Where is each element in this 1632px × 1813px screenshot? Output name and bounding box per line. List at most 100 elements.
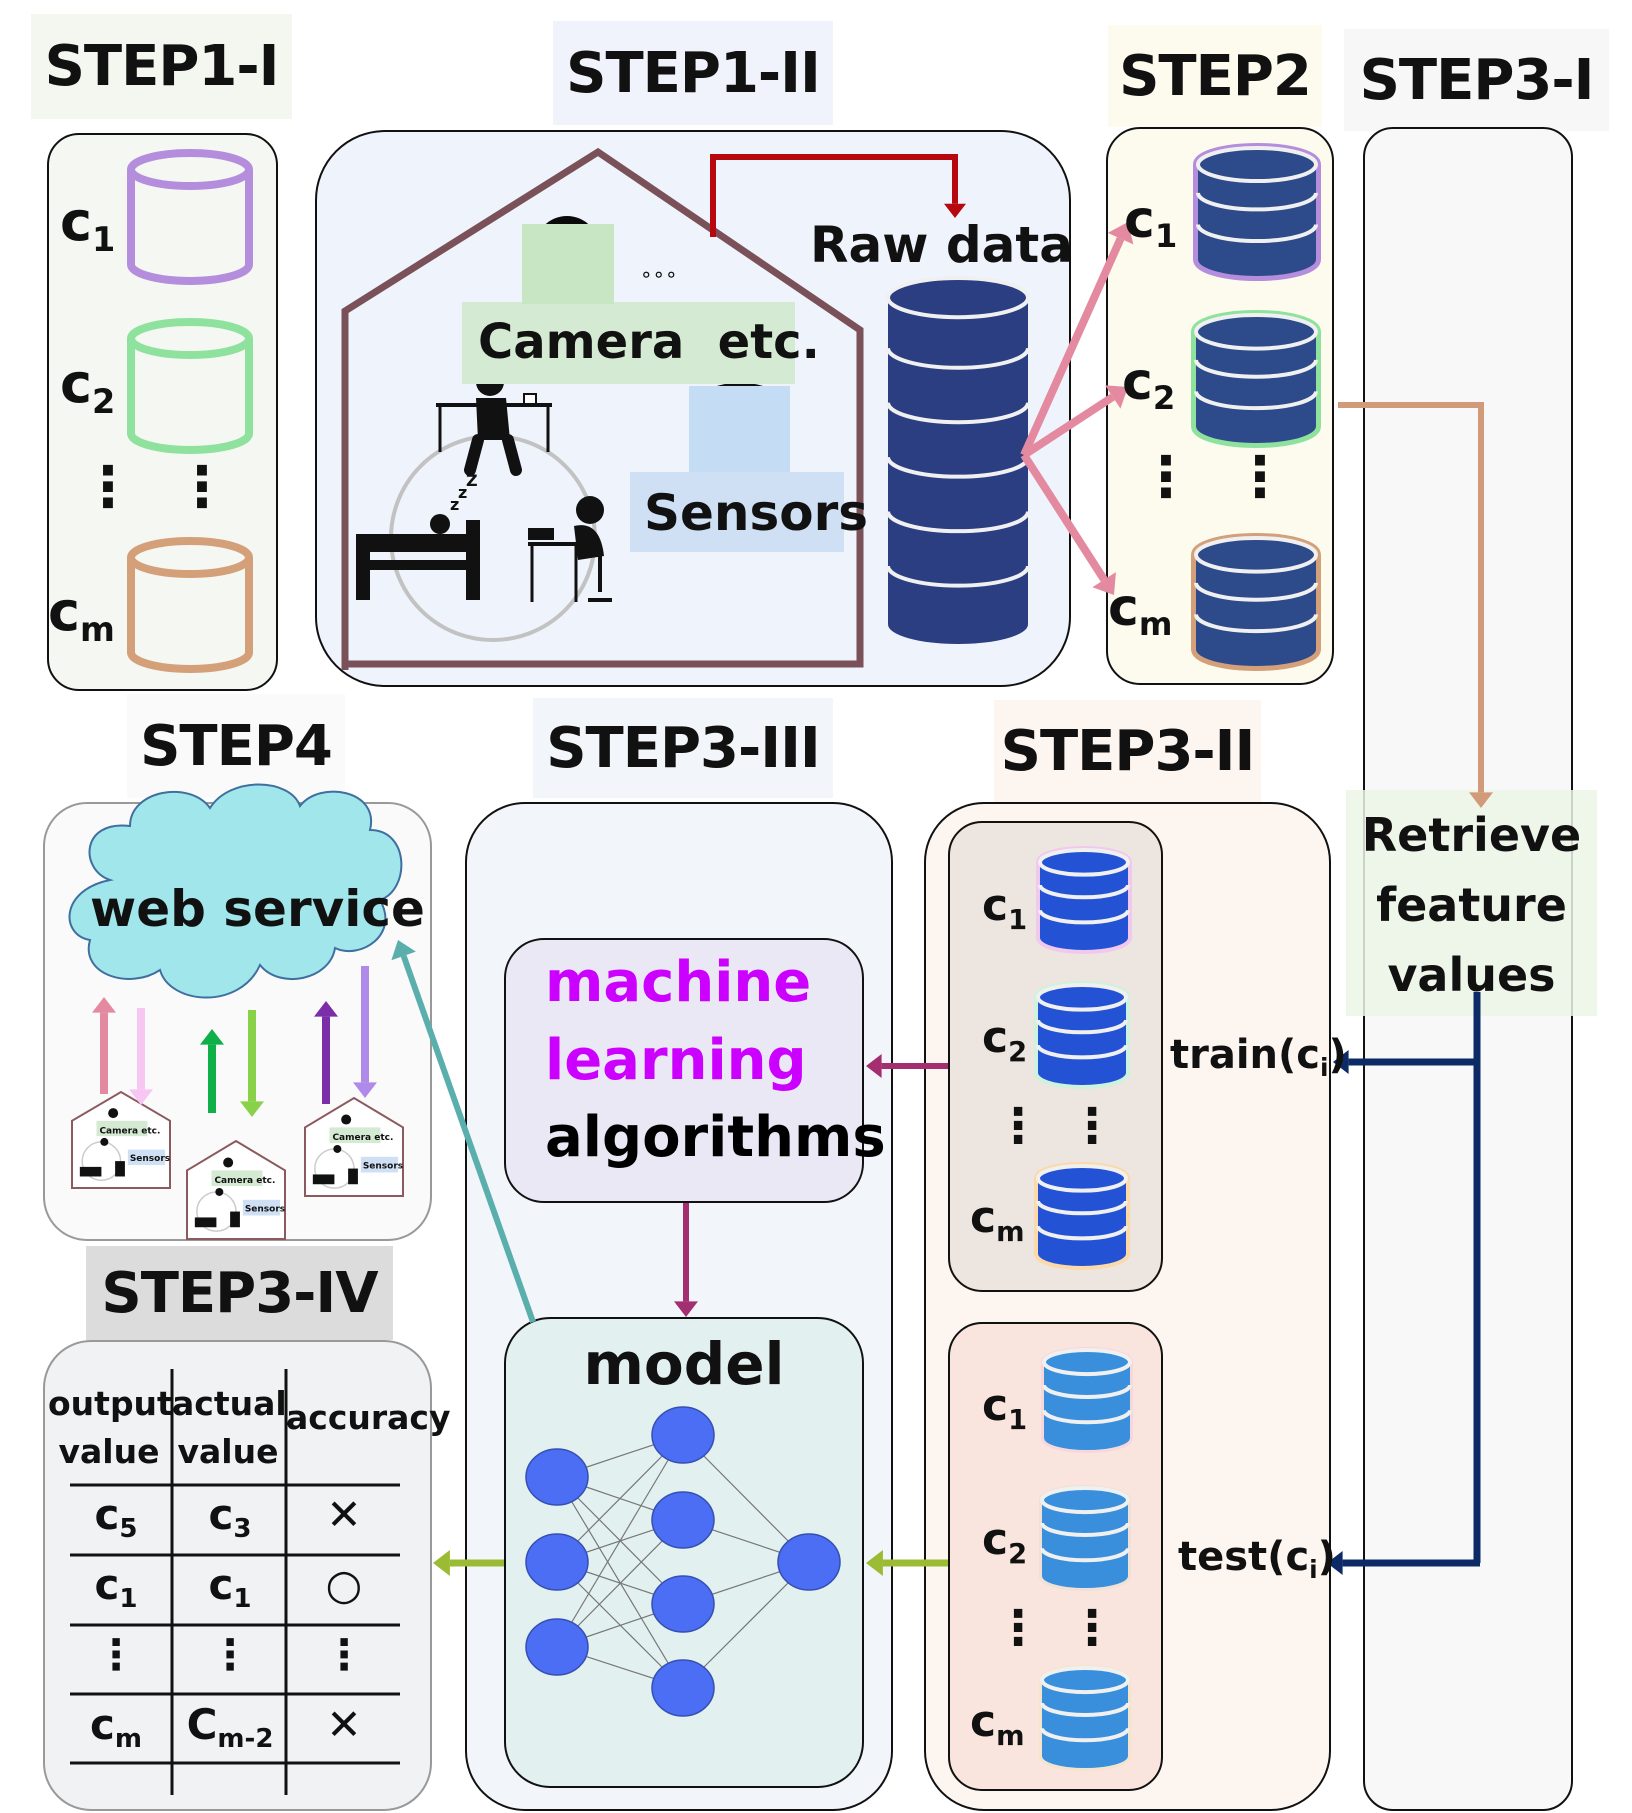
train-label-sub: i (1320, 1052, 1329, 1082)
pink-arrow-to-c1 (1020, 222, 1134, 457)
header-output-line2: value (58, 1432, 160, 1471)
cell-text: ⋮ (209, 1630, 251, 1679)
arrow-head (866, 1054, 882, 1078)
test-db-cm (1039, 1665, 1131, 1771)
db-stripe (1038, 909, 1130, 925)
cell-sub: m (114, 1724, 143, 1755)
class-label-base: c (982, 1380, 1009, 1431)
step2-dots-left: ⋮ (1138, 445, 1194, 510)
class-label-sub: 1 (92, 219, 116, 259)
camera-label: Camera etc. (478, 314, 820, 370)
arrow-shaft (1338, 402, 1484, 793)
mini-camera-icon (108, 1108, 119, 1119)
class-label-base: c (48, 580, 81, 643)
db-stripe (886, 511, 1030, 534)
step1-1-dots-right: ⋮ (174, 455, 230, 520)
step1-1-label: STEP1-I (31, 14, 292, 119)
arrow-head (1107, 222, 1134, 245)
test-label: test(ci) (1178, 1534, 1336, 1584)
mini-bed-icon (194, 1217, 217, 1228)
cell-text: C (186, 1700, 218, 1749)
mini-bed-icon (79, 1166, 102, 1177)
step2-databases (1191, 143, 1321, 671)
mini-sensors-label: Sensors (363, 1162, 403, 1172)
raw-data-label: Raw data (810, 216, 1074, 274)
cell-accuracy: ⋮ (288, 1630, 400, 1679)
step1-1-cylinders (127, 149, 253, 673)
arrow-head (1469, 792, 1493, 808)
red-arrow-to-raw-data (710, 154, 966, 237)
db-stripe (886, 347, 1030, 370)
cell-text: c (89, 1700, 115, 1749)
retrieve-text: Retrieve feature values (1346, 800, 1597, 1010)
test-label-sub: i (1309, 1554, 1318, 1584)
header-actual-line1: actual (172, 1384, 287, 1423)
train-label-c2: c2 (982, 1012, 1027, 1068)
db-top (1042, 1348, 1132, 1377)
class-label-base: c (1124, 190, 1155, 250)
raw-data-db-icon (886, 276, 1030, 644)
mini-bed-icon (312, 1174, 335, 1185)
sensors-label-bg (630, 472, 844, 552)
mini-desk-icon (115, 1161, 125, 1177)
test-dots-left: ⋮ (994, 1600, 1042, 1656)
arrow-head (944, 203, 966, 218)
mini-camera-bg (96, 1120, 148, 1137)
mini-house-icon-3: Camera etc.Sensors (304, 1096, 404, 1197)
step1-1-label-c1: c1 (60, 190, 115, 259)
cloud-icon (68, 783, 403, 999)
svg-text:z: z (450, 495, 459, 514)
db-top (1194, 536, 1318, 574)
mini-sensors-bg (242, 1199, 281, 1216)
step2-label-c1: c1 (1124, 190, 1177, 255)
model-title: model (583, 1330, 785, 1398)
db-stripe (1038, 884, 1130, 900)
retrieve-line-2: feature (1376, 878, 1567, 932)
train-db-c1 (1036, 846, 1132, 954)
arrow-head (129, 1089, 153, 1105)
test-label-c1: c1 (982, 1380, 1027, 1436)
train-label: train(ci) (1170, 1032, 1347, 1082)
mini-house-icon-2: Camera etc.Sensors (186, 1139, 286, 1240)
step1-1-cylinder-cm (127, 537, 253, 673)
step1-1-label-c2: c2 (60, 352, 115, 421)
ml-algorithms-box (504, 938, 864, 1203)
upload-arrow-2 (200, 1029, 224, 1113)
db-stripe (1194, 582, 1318, 602)
mini-camera-label: Camera etc. (99, 1126, 160, 1136)
db-stripe (1040, 1547, 1130, 1563)
arrow-shaft (400, 954, 536, 1323)
mini-person-icon (333, 1144, 342, 1153)
cell-text: c (94, 1490, 120, 1539)
step3-1-title: STEP3-I (1359, 47, 1595, 113)
db-top (1196, 146, 1318, 184)
sensors-label: Sensors (644, 484, 869, 542)
step1-1-dots-left: ⋮ (80, 455, 136, 520)
step2-label-cm: cm (1108, 578, 1172, 643)
step3-1-label: STEP3-I (1344, 29, 1609, 131)
db-stripe (1042, 1409, 1132, 1425)
step3-4-title: STEP3-IV (101, 1260, 378, 1326)
class-label-base: c (982, 1514, 1009, 1565)
test-label-text: test(c (1178, 1534, 1310, 1580)
step3-2-title: STEP3-II (1000, 718, 1256, 784)
step4-title: STEP4 (140, 713, 333, 779)
cell-text: ○ (325, 1560, 363, 1609)
studying-person-icon (528, 496, 612, 602)
mini-desk-icon (230, 1211, 240, 1228)
arrow-shaft (1020, 236, 1125, 457)
class-label-base: c (60, 352, 93, 415)
arrow-head (200, 1029, 224, 1045)
db-stripe (1194, 359, 1318, 379)
mini-camera-icon (223, 1157, 234, 1168)
cell-accuracy: ✕ (288, 1490, 400, 1539)
class-label-sub: m (996, 1720, 1025, 1752)
db-stripe (1036, 1044, 1128, 1060)
class-label-sub: 1 (1154, 217, 1178, 256)
sensors-icon-bg (689, 386, 790, 472)
ml-line-1: machine (545, 950, 812, 1015)
magenta-arrow-to-model (674, 1203, 698, 1317)
svg-text:Z: Z (466, 471, 478, 490)
